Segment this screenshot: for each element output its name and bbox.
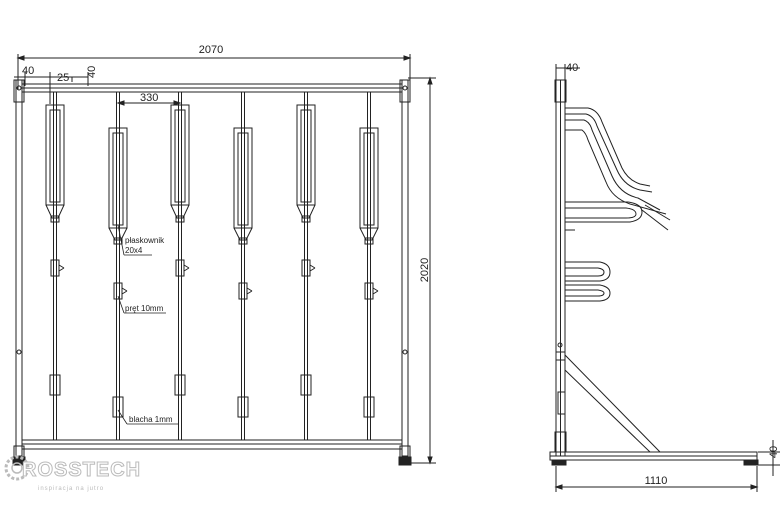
- dim-overall-width: 2070: [199, 44, 223, 56]
- bike-holder-2: [108, 92, 128, 440]
- logo-text: ROSSTECH: [22, 459, 141, 481]
- annotation-flat-bar: płaskownik: [125, 236, 165, 245]
- side-view: [549, 64, 780, 492]
- dim-side-foot-height: 40: [768, 446, 780, 458]
- dim-spacing: 330: [140, 92, 158, 104]
- bike-holder-3: [170, 92, 190, 440]
- bike-holder-5: [296, 92, 316, 440]
- annotation-sheet: blacha 1mm: [129, 415, 173, 424]
- front-view: [12, 54, 436, 466]
- dim-overall-height: 2020: [419, 258, 431, 282]
- annotation-leaders: [117, 224, 178, 425]
- bike-holder-6: [359, 92, 379, 440]
- bike-holder-1: [45, 92, 65, 440]
- logo-tagline: inspiracja na jutro: [38, 486, 104, 492]
- rosstech-logo: ROSSTECH inspiracja na jutro: [4, 455, 141, 492]
- dim-rail-offset: 40: [86, 66, 98, 78]
- dim-side-depth: 1110: [645, 475, 668, 487]
- bike-holder-4: [233, 92, 253, 440]
- dim-side-top-offset: 40: [566, 62, 578, 74]
- dim-left-offset: 40: [22, 65, 34, 77]
- annotation-rod: pręt 10mm: [125, 304, 164, 313]
- dim-post-width: 25: [57, 72, 69, 84]
- logo-gear-icon: [4, 455, 30, 481]
- bike-holders: [45, 92, 379, 440]
- annotation-flat-bar-size: 20x4: [125, 246, 143, 255]
